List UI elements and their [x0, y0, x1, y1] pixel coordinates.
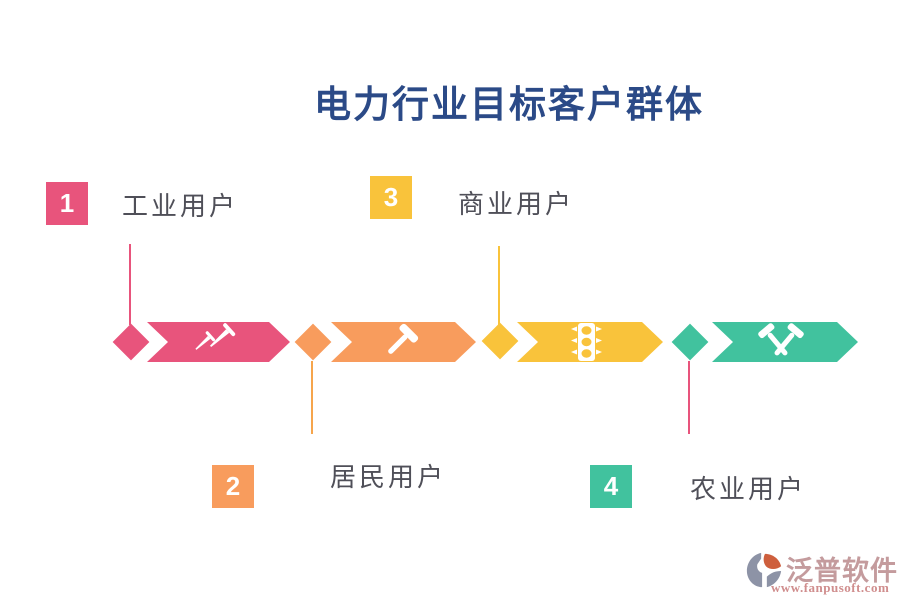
connector-line-1 [129, 244, 131, 325]
brand-logo-icon [746, 552, 782, 588]
hammer-icon [378, 322, 422, 362]
nails-icon [193, 322, 237, 362]
timeline-diamond-3 [481, 322, 519, 360]
brand-url: www.fanpusoft.com [771, 580, 890, 595]
step-4-number: 4 [603, 471, 619, 501]
chevron-band-2 [331, 322, 476, 362]
connector-line-3 [498, 246, 500, 326]
chevron-band-4 [712, 322, 858, 362]
step-4-badge: 4 [590, 465, 632, 508]
page-title: 电力行业目标客户群体 [314, 82, 704, 126]
connector-line-4 [688, 361, 690, 434]
chevron-band-3 [517, 322, 663, 362]
timeline-diamond-4 [671, 323, 709, 361]
step-2-label: 居民用户 [330, 463, 447, 493]
step-4-label: 农业用户 [690, 475, 807, 505]
crossed-hammers-icon [757, 322, 805, 362]
step-2-badge: 2 [212, 465, 254, 508]
timeline-diamond-1 [112, 323, 150, 361]
step-1-badge: 1 [46, 182, 88, 225]
traffic-light-icon [563, 322, 609, 362]
step-3-label: 商业用户 [458, 190, 575, 220]
chevron-band-1 [147, 322, 290, 362]
step-2-number: 2 [225, 471, 241, 501]
step-1-number: 1 [59, 188, 75, 218]
brand-name: 泛普软件 [786, 556, 898, 587]
step-1-label: 工业用户 [122, 192, 239, 222]
step-3-number: 3 [383, 182, 399, 212]
watermark: 泛普软件 www.fanpusoft.com [745, 549, 898, 597]
connector-line-2 [311, 361, 313, 434]
step-3-badge: 3 [370, 176, 412, 219]
timeline-diamond-2 [294, 323, 332, 361]
